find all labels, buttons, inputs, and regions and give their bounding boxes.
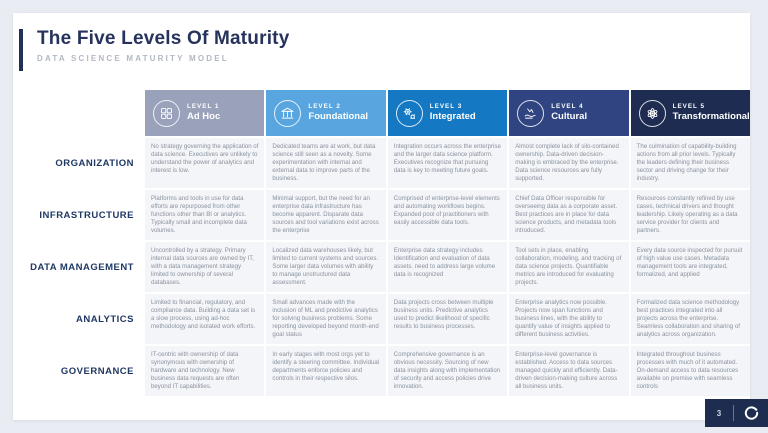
- cell-organization-lvl1: No strategy governing the application of…: [145, 138, 265, 188]
- level-name: Transformational: [672, 111, 750, 123]
- cell-organization-lvl4: Almost complete lack of silo-contained o…: [509, 138, 629, 188]
- cell-governance-lvl2: In early stages with most orgs yet to id…: [266, 346, 386, 396]
- cell-analytics-lvl5: Formalized data science methodology best…: [630, 294, 750, 344]
- puzzle-icon: [153, 99, 180, 127]
- table-corner-cell: [30, 90, 143, 136]
- cell-governance-lvl4: Enterprise-level governance is establish…: [509, 346, 629, 396]
- level-header-ad-hoc: LEVEL 1 Ad Hoc: [145, 90, 265, 136]
- level-label: LEVEL 5: [672, 102, 706, 110]
- gears-icon: [395, 99, 423, 127]
- cell-infrastructure-lvl2: Minimal support, but the need for an ent…: [266, 190, 386, 240]
- level-name: Ad Hoc: [187, 111, 221, 123]
- cell-organization-lvl3: Integration occurs across the enterprise…: [387, 138, 508, 188]
- level-label: LEVEL 1: [187, 102, 220, 110]
- cell-analytics-lvl1: Limited to financial, regulatory, and co…: [145, 294, 265, 344]
- row-label-organization: ORGANIZATION: [30, 138, 143, 188]
- cell-infrastructure-lvl1: Platforms and tools in use for data effo…: [145, 190, 265, 240]
- page-subtitle: DATA SCIENCE MATURITY MODEL: [37, 54, 229, 63]
- level-header-foundational: LEVEL 2 Foundational: [266, 90, 386, 136]
- level-label: LEVEL 4: [551, 102, 584, 110]
- cell-analytics-lvl3: Data projects cross between multiple bus…: [387, 294, 508, 344]
- cell-data-management-lvl4: Tool sets in place, enabling collaborati…: [509, 242, 629, 292]
- row-label-analytics: ANALYTICS: [30, 294, 143, 344]
- cell-data-management-lvl2: Localized data warehouses likely, but li…: [266, 242, 386, 292]
- page-title: The Five Levels Of Maturity: [37, 28, 290, 49]
- cell-infrastructure-lvl4: Chief Data Officer responsible for overs…: [509, 190, 629, 240]
- cell-organization-lvl5: The culmination of capability-building a…: [630, 138, 750, 188]
- level-name: Cultural: [551, 111, 588, 123]
- maturity-table: LEVEL 1 Ad Hoc LEVEL 2 Foundational: [30, 90, 750, 396]
- cell-data-management-lvl3: Enterprise data strategy includes Identi…: [387, 242, 508, 292]
- bank-icon: [274, 99, 302, 127]
- row-label-data-management: DATA MANAGEMENT: [30, 242, 143, 292]
- page-badge: 3: [705, 399, 768, 427]
- cell-infrastructure-lvl3: Comprised of enterprise-level elements a…: [387, 190, 508, 240]
- cell-organization-lvl2: Dedicated teams are at work, but data sc…: [266, 138, 386, 188]
- level-label: LEVEL 2: [308, 102, 341, 110]
- cell-governance-lvl3: Comprehensive governance is an obvious n…: [387, 346, 508, 396]
- level-name: Integrated: [429, 111, 476, 123]
- cell-infrastructure-lvl5: Resources constantly refined by use case…: [630, 190, 750, 240]
- cell-governance-lvl5: Integrated throughout business processes…: [630, 346, 750, 396]
- cell-data-management-lvl5: Every data source inspected for pursuit …: [630, 242, 750, 292]
- hand-care-icon: [517, 99, 545, 127]
- brand-logo-icon: [734, 405, 768, 422]
- cell-analytics-lvl2: Small advances made with the inclusion o…: [266, 294, 386, 344]
- level-header-cultural: LEVEL 4 Cultural: [509, 90, 629, 136]
- row-label-infrastructure: INFRASTRUCTURE: [30, 190, 143, 240]
- level-header-integrated: LEVEL 3 Integrated: [387, 90, 508, 136]
- level-name: Foundational: [308, 111, 369, 123]
- level-label: LEVEL 3: [429, 102, 463, 110]
- atom-icon: [638, 99, 666, 127]
- title-accent-bar: [19, 29, 23, 71]
- page-number: 3: [716, 408, 722, 418]
- cell-governance-lvl1: IT-centric with ownership of data synony…: [145, 346, 265, 396]
- badge-divider: [733, 405, 734, 421]
- level-header-transformational: LEVEL 5 Transformational: [630, 90, 750, 136]
- content-card: The Five Levels Of Maturity DATA SCIENCE…: [13, 13, 750, 420]
- row-label-governance: GOVERNANCE: [30, 346, 143, 396]
- cell-analytics-lvl4: Enterprise analytics now possible. Proje…: [509, 294, 629, 344]
- cell-data-management-lvl1: Uncontrolled by a strategy. Primary inte…: [145, 242, 265, 292]
